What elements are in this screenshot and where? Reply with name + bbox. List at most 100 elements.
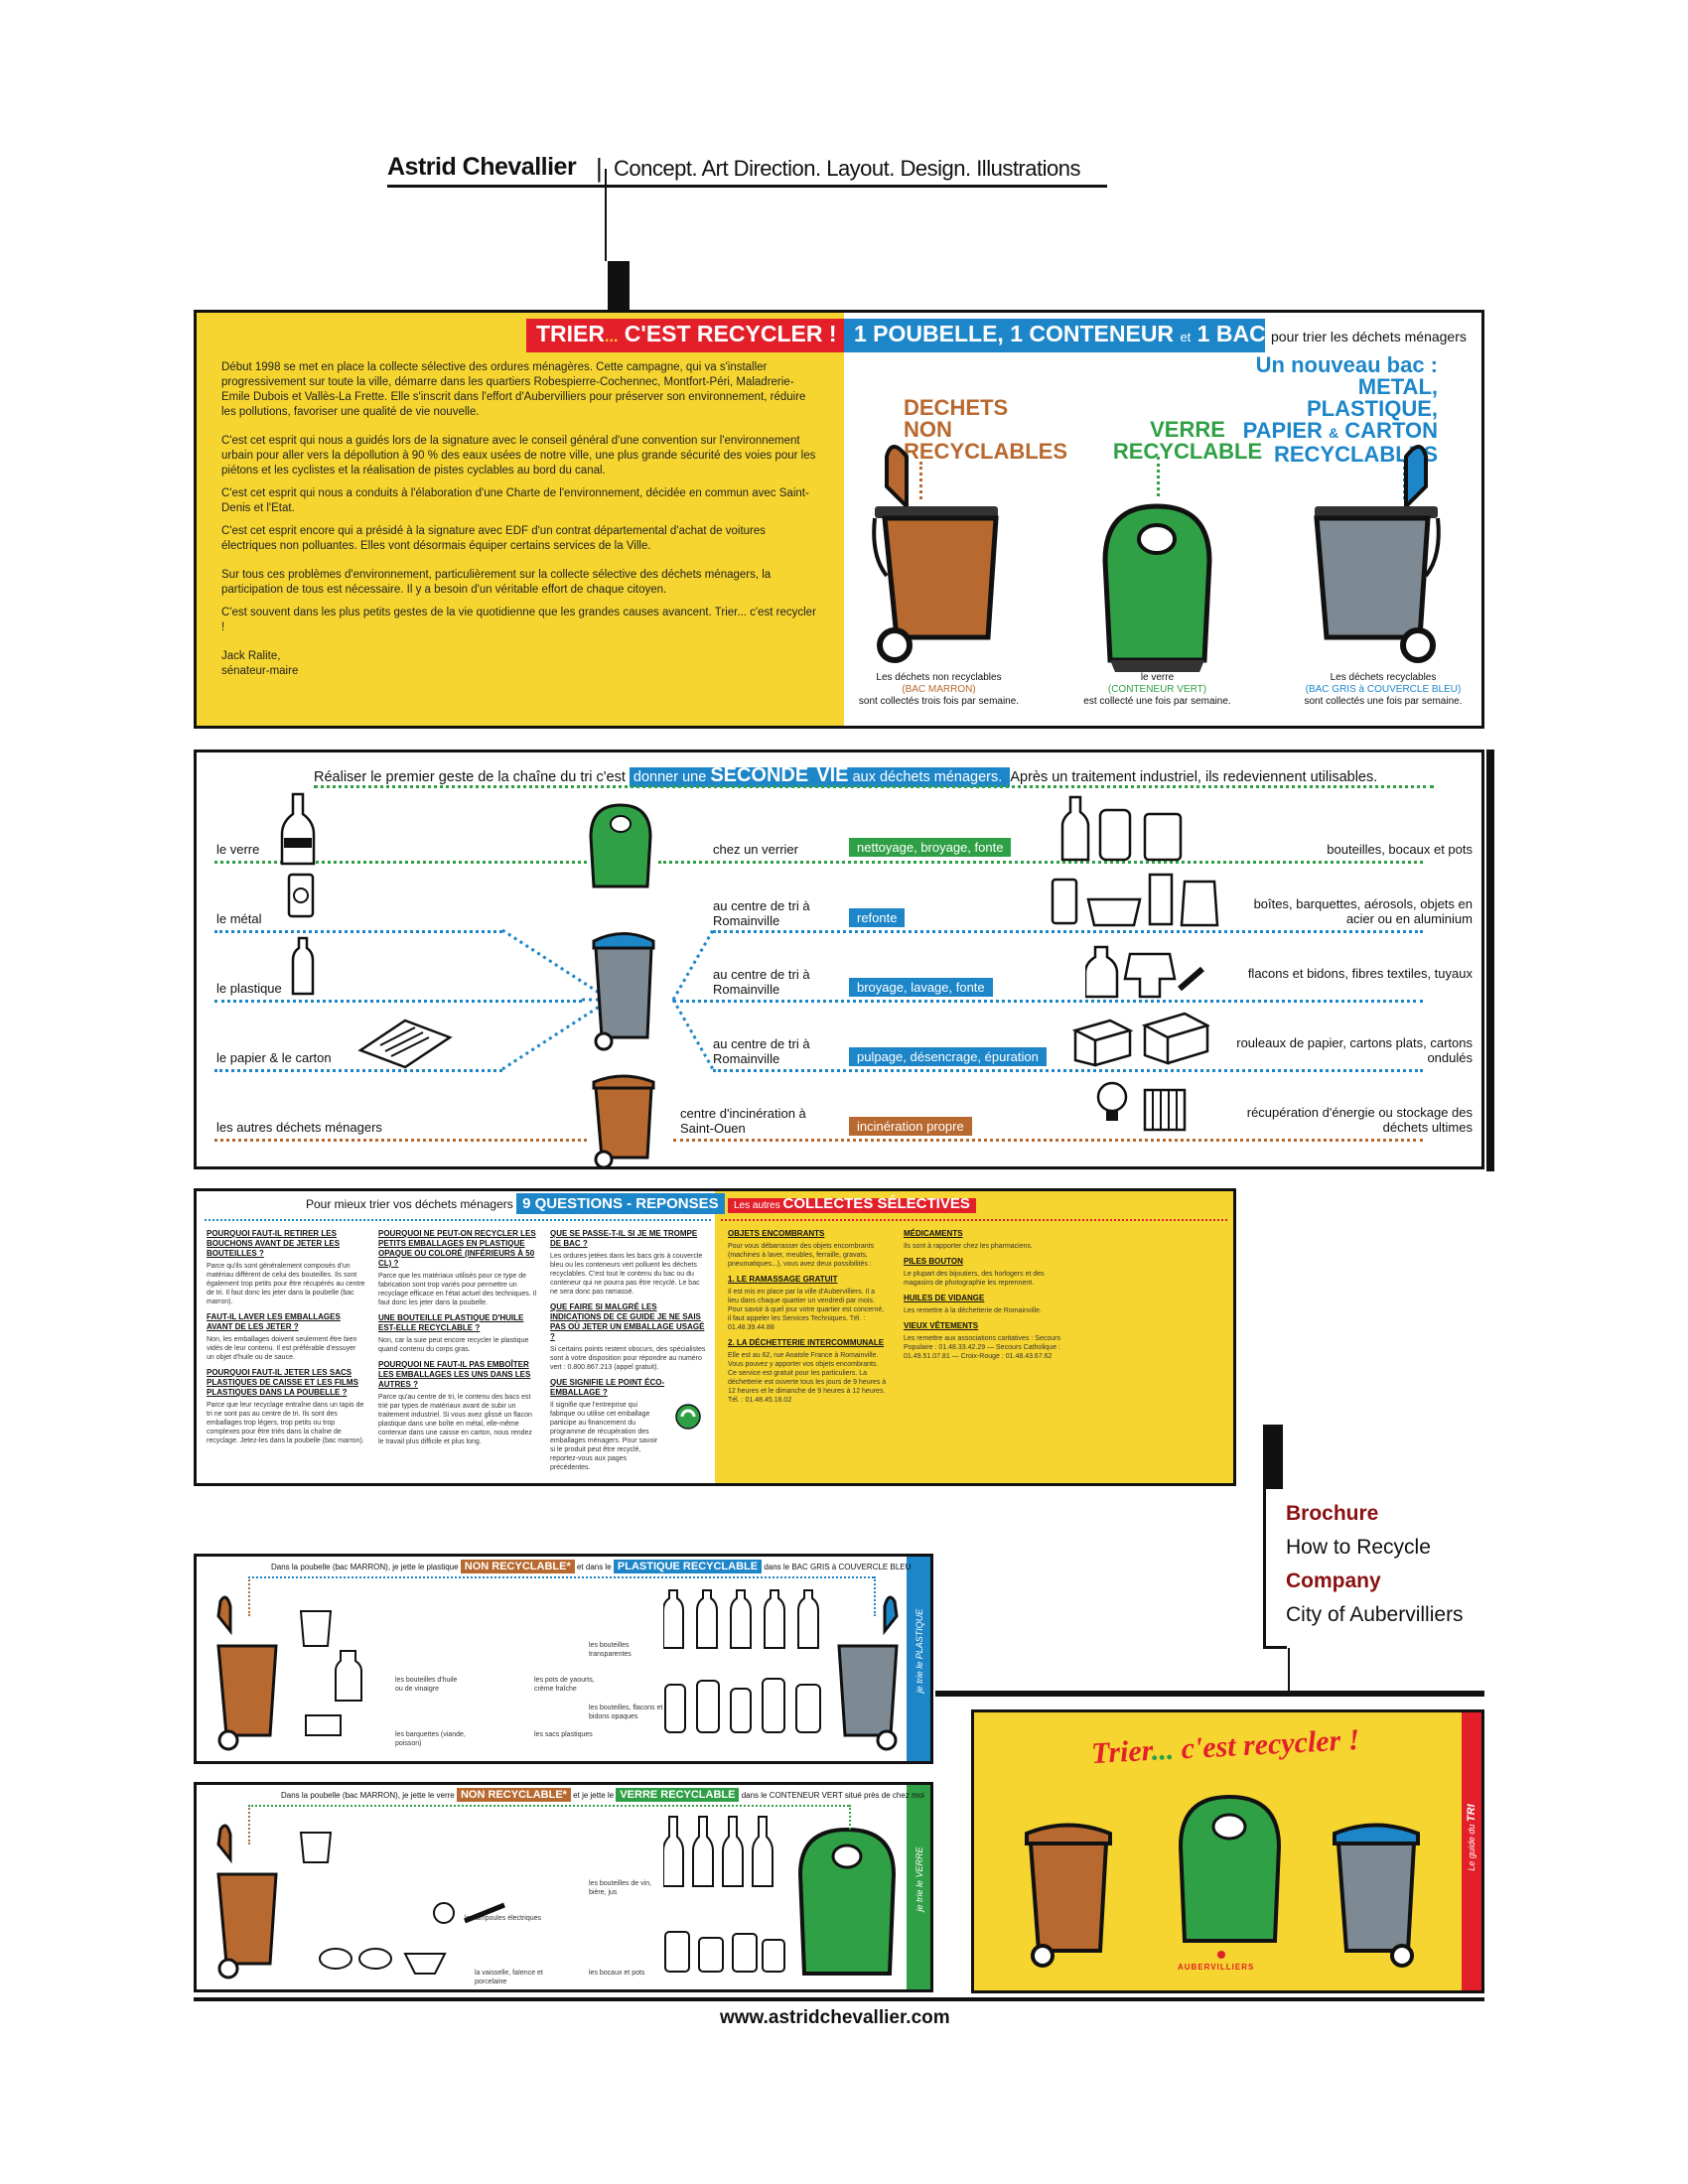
panel-intro: TRIER... C'EST RECYCLER ! 1 POUBELLE, 1 … xyxy=(194,310,1484,729)
collecte-text: Le plupart des bijoutiers, des horlogers… xyxy=(904,1271,1045,1287)
wine-bottle-icon xyxy=(280,792,316,866)
intro-paragraph: C'est cet esprit qui nous a conduits à l… xyxy=(221,487,809,514)
grey-bin-small xyxy=(592,932,655,1051)
can-icon xyxy=(287,873,315,918)
row-dest: au centre de tri à Romainville xyxy=(713,967,810,997)
collecte-heading: OBJETS ENCOMBRANTS xyxy=(728,1229,825,1238)
row-line xyxy=(214,1069,502,1072)
brown-bin-illustration xyxy=(216,1595,278,1751)
plastique-arrow-top xyxy=(248,1576,874,1578)
cover-title: Trier... c'est recycler ! xyxy=(1090,1723,1360,1771)
plastique-side-text: je trie le PLASTIQUE xyxy=(914,1608,924,1694)
intro-pre: Réaliser le premier geste de la chaîne d… xyxy=(314,769,626,785)
banner-poubelle-et: et xyxy=(1180,330,1192,344)
plastique-side-strip xyxy=(907,1557,930,1761)
footer-url-pre: www. xyxy=(720,2007,769,2028)
header: Astrid Chevallier | Concept. Art Directi… xyxy=(387,153,1107,189)
bulb-icon xyxy=(433,1902,505,1924)
question-heading: POURQUOI FAUT-IL JETER LES SACS PLASTIQU… xyxy=(207,1368,358,1397)
intro-paragraph: Début 1998 se met en place la collecte s… xyxy=(221,361,806,418)
intro-tag-2: SECONDE xyxy=(710,764,809,786)
label-brown-2: NON xyxy=(904,417,952,442)
grey-bin-illustration xyxy=(1314,445,1441,663)
label-nouveau-bac: Un nouveau bac : METAL, PLASTIQUE, PAPIE… xyxy=(1229,354,1438,466)
plastique-tag-2: PLASTIQUE RECYCLABLE xyxy=(613,1560,763,1573)
label-verre: VERRE RECYCLABLE xyxy=(1098,419,1277,463)
cover-green-container xyxy=(1178,1794,1282,1943)
brown-bin-small xyxy=(592,1074,655,1169)
verre-arrow-left xyxy=(248,1805,250,1844)
collecte-text: Il est mis en place par la ville d'Auber… xyxy=(728,1289,885,1331)
intro-post: Après un traitement industriel, ils rede… xyxy=(1010,769,1378,785)
question-heading: POURQUOI NE FAUT-IL PAS EMBOÎTER LES EMB… xyxy=(378,1360,531,1389)
cover-logo: AUBERVILLIERS xyxy=(1178,1963,1255,1972)
answer-text: Parce qu'ils sont généralement composés … xyxy=(207,1263,365,1305)
side-connector-line xyxy=(1263,1489,1266,1648)
cover-grey-bin xyxy=(1333,1823,1420,1968)
answer-text: Il signifie que l'entreprise qui fabriqu… xyxy=(550,1402,658,1471)
question-heading: FAUT-IL LAVER LES EMBALLAGES AVANT DE LE… xyxy=(207,1312,341,1331)
side-value-company: City of Aubervilliers xyxy=(1286,1603,1464,1626)
answer-text: Parce que leur recyclage entraîne dans u… xyxy=(207,1402,364,1444)
new-bac-3: PAPIER xyxy=(1242,418,1323,443)
side-connector-block xyxy=(1263,1425,1283,1489)
new-bac-1: METAL, xyxy=(1357,374,1438,399)
row-process: pulpage, désencrage, épuration xyxy=(849,1047,1047,1066)
cover-side-main: TRI xyxy=(1466,1804,1477,1823)
banner-trier-2: C'EST RECYCLER ! xyxy=(624,321,837,346)
caption-grey-1: Les déchets recyclables xyxy=(1330,672,1437,683)
caption-green-1: le verre xyxy=(1140,672,1175,683)
intro-paragraph: C'est souvent dans les plus petits geste… xyxy=(221,607,816,633)
cover-panel: Le guide du TRI Trier... c'est recycler … xyxy=(971,1709,1484,1993)
verre-side-text: je trie le VERRE xyxy=(914,1846,924,1912)
arrow-green xyxy=(1157,457,1160,496)
row-process: refonte xyxy=(849,908,906,927)
intro-tag-4: aux déchets ménagers. xyxy=(852,769,1003,785)
collecte-heading: 1. LE RAMASSAGE GRATUIT xyxy=(728,1275,838,1284)
banner-poubelle-1: 1 POUBELLE, 1 CONTENEUR xyxy=(854,321,1175,346)
brown-bin-illustration xyxy=(216,1824,278,1979)
plastique-note: les barquettes (viande, poisson) xyxy=(395,1731,466,1747)
caption-brown-3: sont collectés trois fois par semaine. xyxy=(858,696,1020,707)
plastique-tag-1: NON RECYCLABLE* xyxy=(460,1560,575,1573)
caption-green: le verre (CONTENEUR VERT) est collecté u… xyxy=(1060,672,1254,708)
row-process: broyage, lavage, fonte xyxy=(849,978,993,997)
banner-poubelle: 1 POUBELLE, 1 CONTENEUR et 1 BAC xyxy=(844,319,1266,352)
row-line xyxy=(214,930,502,933)
green-container-illustration xyxy=(1102,503,1212,672)
intro-tag-1: donner une xyxy=(633,769,707,785)
collecte-heading: MÉDICAMENTS xyxy=(904,1229,963,1238)
banner-trier: TRIER... C'EST RECYCLER ! xyxy=(526,319,847,352)
cover-side-text: Le guide du TRI xyxy=(1466,1763,1477,1912)
caption-brown-1: Les déchets non recyclables xyxy=(876,672,1002,683)
side-value-brochure: How to Recycle xyxy=(1286,1536,1431,1559)
label-non-recyclables: DECHETS NON RECYCLABLES xyxy=(904,397,1067,463)
row-label: le métal xyxy=(216,911,262,926)
row-dest: centre d'incinération à Saint-Ouen xyxy=(680,1106,806,1136)
side-connector-foot xyxy=(1263,1646,1287,1649)
plastic-flasks-icon xyxy=(664,1678,821,1733)
answer-text: Non, les emballages doivent seulement êt… xyxy=(207,1336,357,1361)
seconde-vie-intro: Réaliser le premier geste de la chaîne d… xyxy=(314,764,1377,787)
cardboard-boxes-icon xyxy=(1071,1012,1209,1067)
answer-text: Non, car la suie peut encore recycler le… xyxy=(378,1337,529,1353)
glass-jars-icon xyxy=(1060,795,1183,862)
verre-arrow-right xyxy=(849,1805,851,1830)
collecte-text: Les remettre aux associations caritative… xyxy=(904,1335,1060,1360)
new-bac-5: RECYCLABLES xyxy=(1273,442,1438,467)
row-process: nettoyage, broyage, fonte xyxy=(849,838,1012,857)
caption-grey: Les déchets recyclables (BAC GRIS à COUV… xyxy=(1289,672,1477,708)
panel-questions: Pour mieux trier vos déchets ménagers 9 … xyxy=(194,1188,1236,1486)
row-result: récupération d'énergie ou stockage des d… xyxy=(1246,1105,1473,1135)
header-separator: | xyxy=(596,153,603,183)
bottom-left-rule xyxy=(194,1997,1484,2001)
banner-poubelle-2: 1 BAC xyxy=(1196,321,1266,346)
collecte-heading: VIEUX VÊTEMENTS xyxy=(904,1321,979,1330)
glass-jars-icon xyxy=(664,1931,785,1973)
other-tag: Les autres COLLECTES SÉLECTIVES xyxy=(728,1195,976,1213)
row-line xyxy=(214,1139,587,1142)
row-result: rouleaux de papier, cartons plats, carto… xyxy=(1236,1035,1473,1065)
banner-trier-dots: ... xyxy=(605,329,619,345)
caption-grey-2: (BAC GRIS à COUVERCLE BLEU) xyxy=(1305,684,1462,695)
verre-tag-1: NON RECYCLABLE* xyxy=(456,1788,571,1802)
